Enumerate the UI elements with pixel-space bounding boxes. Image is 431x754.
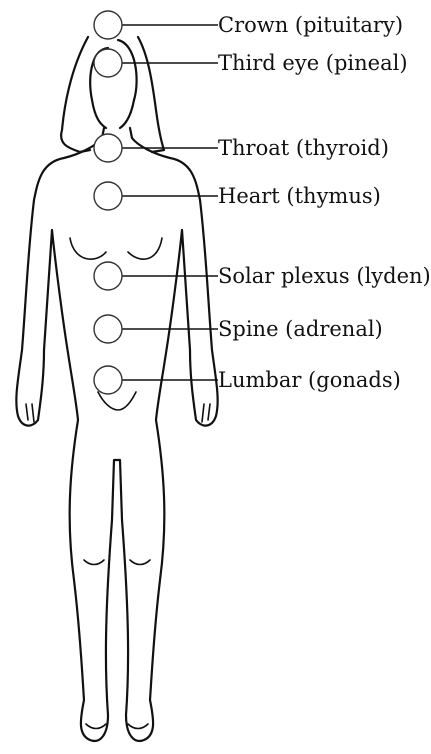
left-hand-fingers bbox=[26, 404, 34, 422]
chakra-label-heart: Heart (thymus) bbox=[218, 184, 381, 208]
chakra-circle bbox=[94, 11, 122, 39]
chakra-4-marker bbox=[94, 182, 218, 210]
chakra-label-throat: Throat (thyroid) bbox=[218, 136, 389, 160]
groin-line bbox=[98, 392, 136, 410]
feet-lines bbox=[86, 724, 148, 729]
knee-right bbox=[130, 560, 150, 565]
chakra-circle bbox=[94, 134, 122, 162]
face-outline bbox=[118, 40, 137, 128]
right-hand-fingers bbox=[202, 404, 210, 422]
knee-left bbox=[84, 560, 104, 565]
chakra-3-marker bbox=[94, 134, 218, 162]
breast-line-left bbox=[70, 238, 106, 259]
chakra-circle bbox=[94, 366, 122, 394]
chakra-label-crown: Crown (pituitary) bbox=[218, 13, 403, 37]
chakra-label-lumbar: Lumbar (gonads) bbox=[218, 368, 401, 392]
chakra-2-marker bbox=[94, 49, 218, 77]
breast-line-right bbox=[128, 238, 162, 259]
chakra-label-spine: Spine (adrenal) bbox=[218, 317, 383, 341]
chakra-circle bbox=[94, 262, 122, 290]
chakra-5-marker bbox=[94, 262, 218, 290]
chakra-label-third-eye: Third eye (pineal) bbox=[218, 51, 408, 75]
chakra-circle bbox=[94, 315, 122, 343]
chakra-label-solar-plexus: Solar plexus (lyden) bbox=[218, 264, 431, 288]
chakra-circle bbox=[94, 49, 122, 77]
chakra-7-marker bbox=[94, 366, 218, 394]
chakra-6-marker bbox=[94, 315, 218, 343]
chakra-1-marker bbox=[94, 11, 218, 39]
body-outline bbox=[16, 128, 217, 741]
chakra-circle bbox=[94, 182, 122, 210]
